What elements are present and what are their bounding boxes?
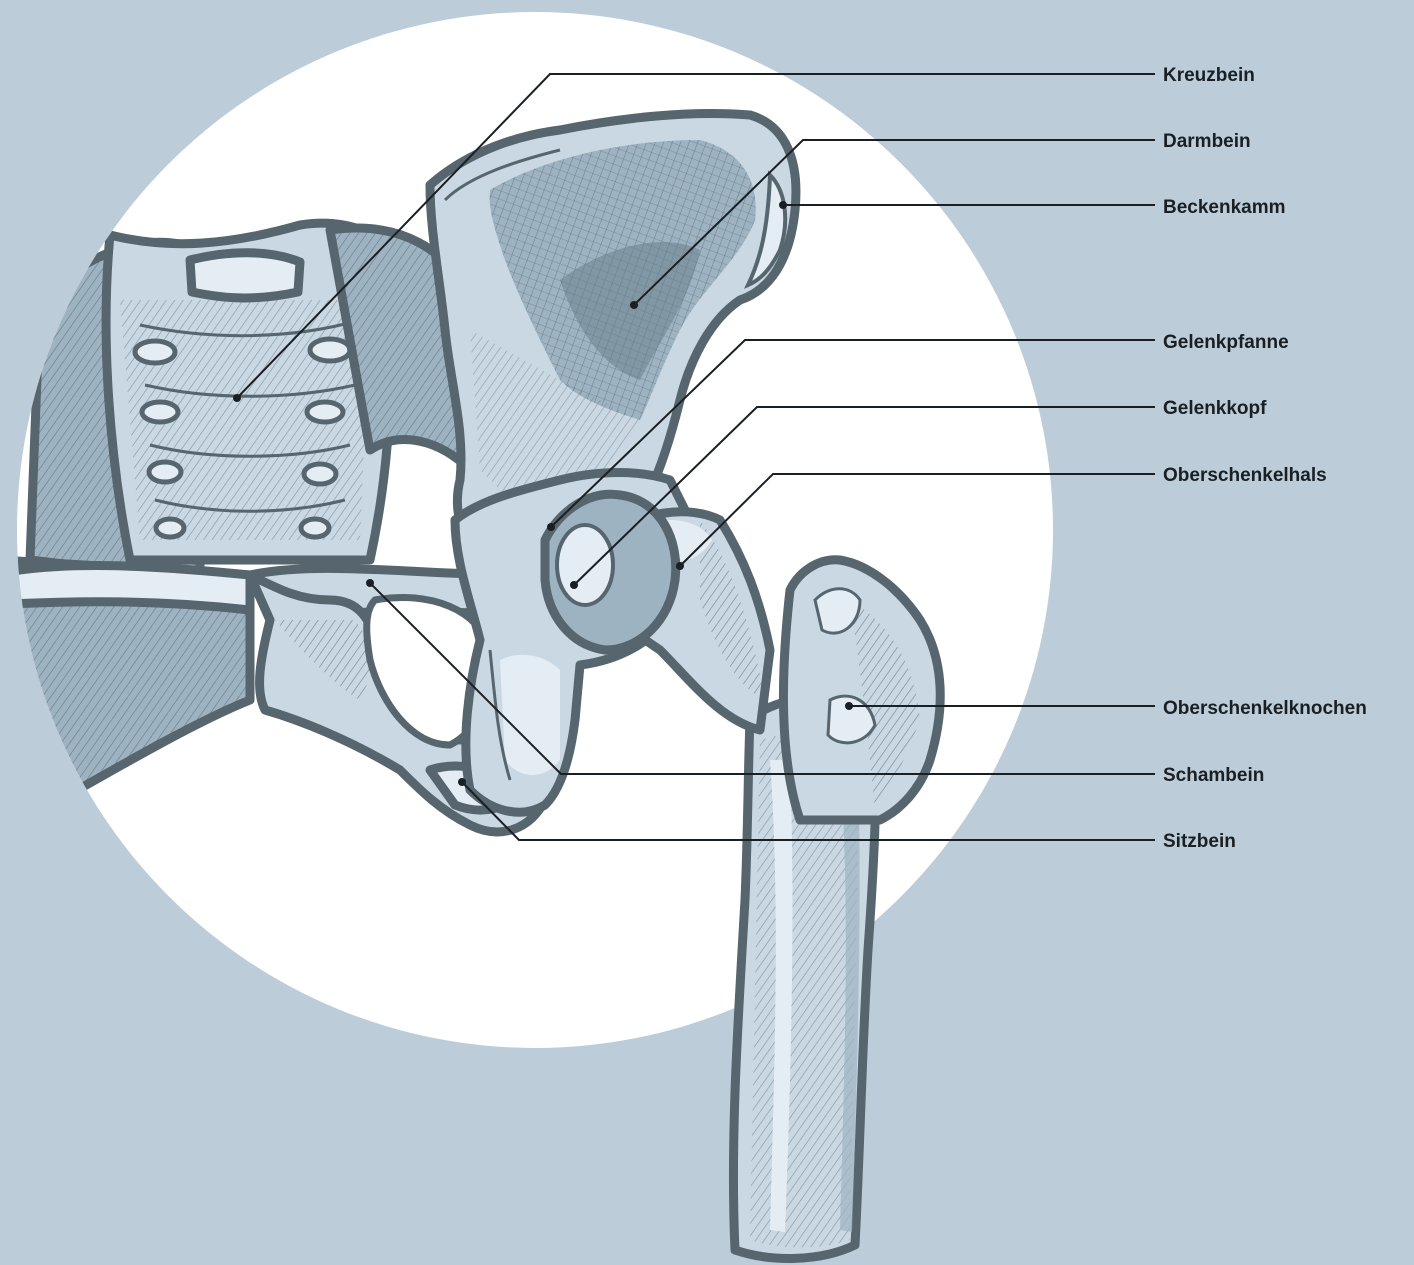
- label-text-schambein: Schambein: [1163, 765, 1264, 786]
- label-text-beckenkamm: Beckenkamm: [1163, 197, 1286, 218]
- label-text-oberschenkelknochen: Oberschenkelknochen: [1163, 698, 1367, 719]
- label-text-gelenkpfanne: Gelenkpfanne: [1163, 332, 1289, 353]
- label-text-gelenkkopf: Gelenkkopf: [1163, 398, 1267, 419]
- label-text-sitzbein: Sitzbein: [1163, 831, 1236, 852]
- label-text-darmbein: Darmbein: [1163, 131, 1251, 152]
- label-text-kreuzbein: Kreuzbein: [1163, 65, 1255, 86]
- label-text-oberschenkelhals: Oberschenkelhals: [1163, 465, 1327, 486]
